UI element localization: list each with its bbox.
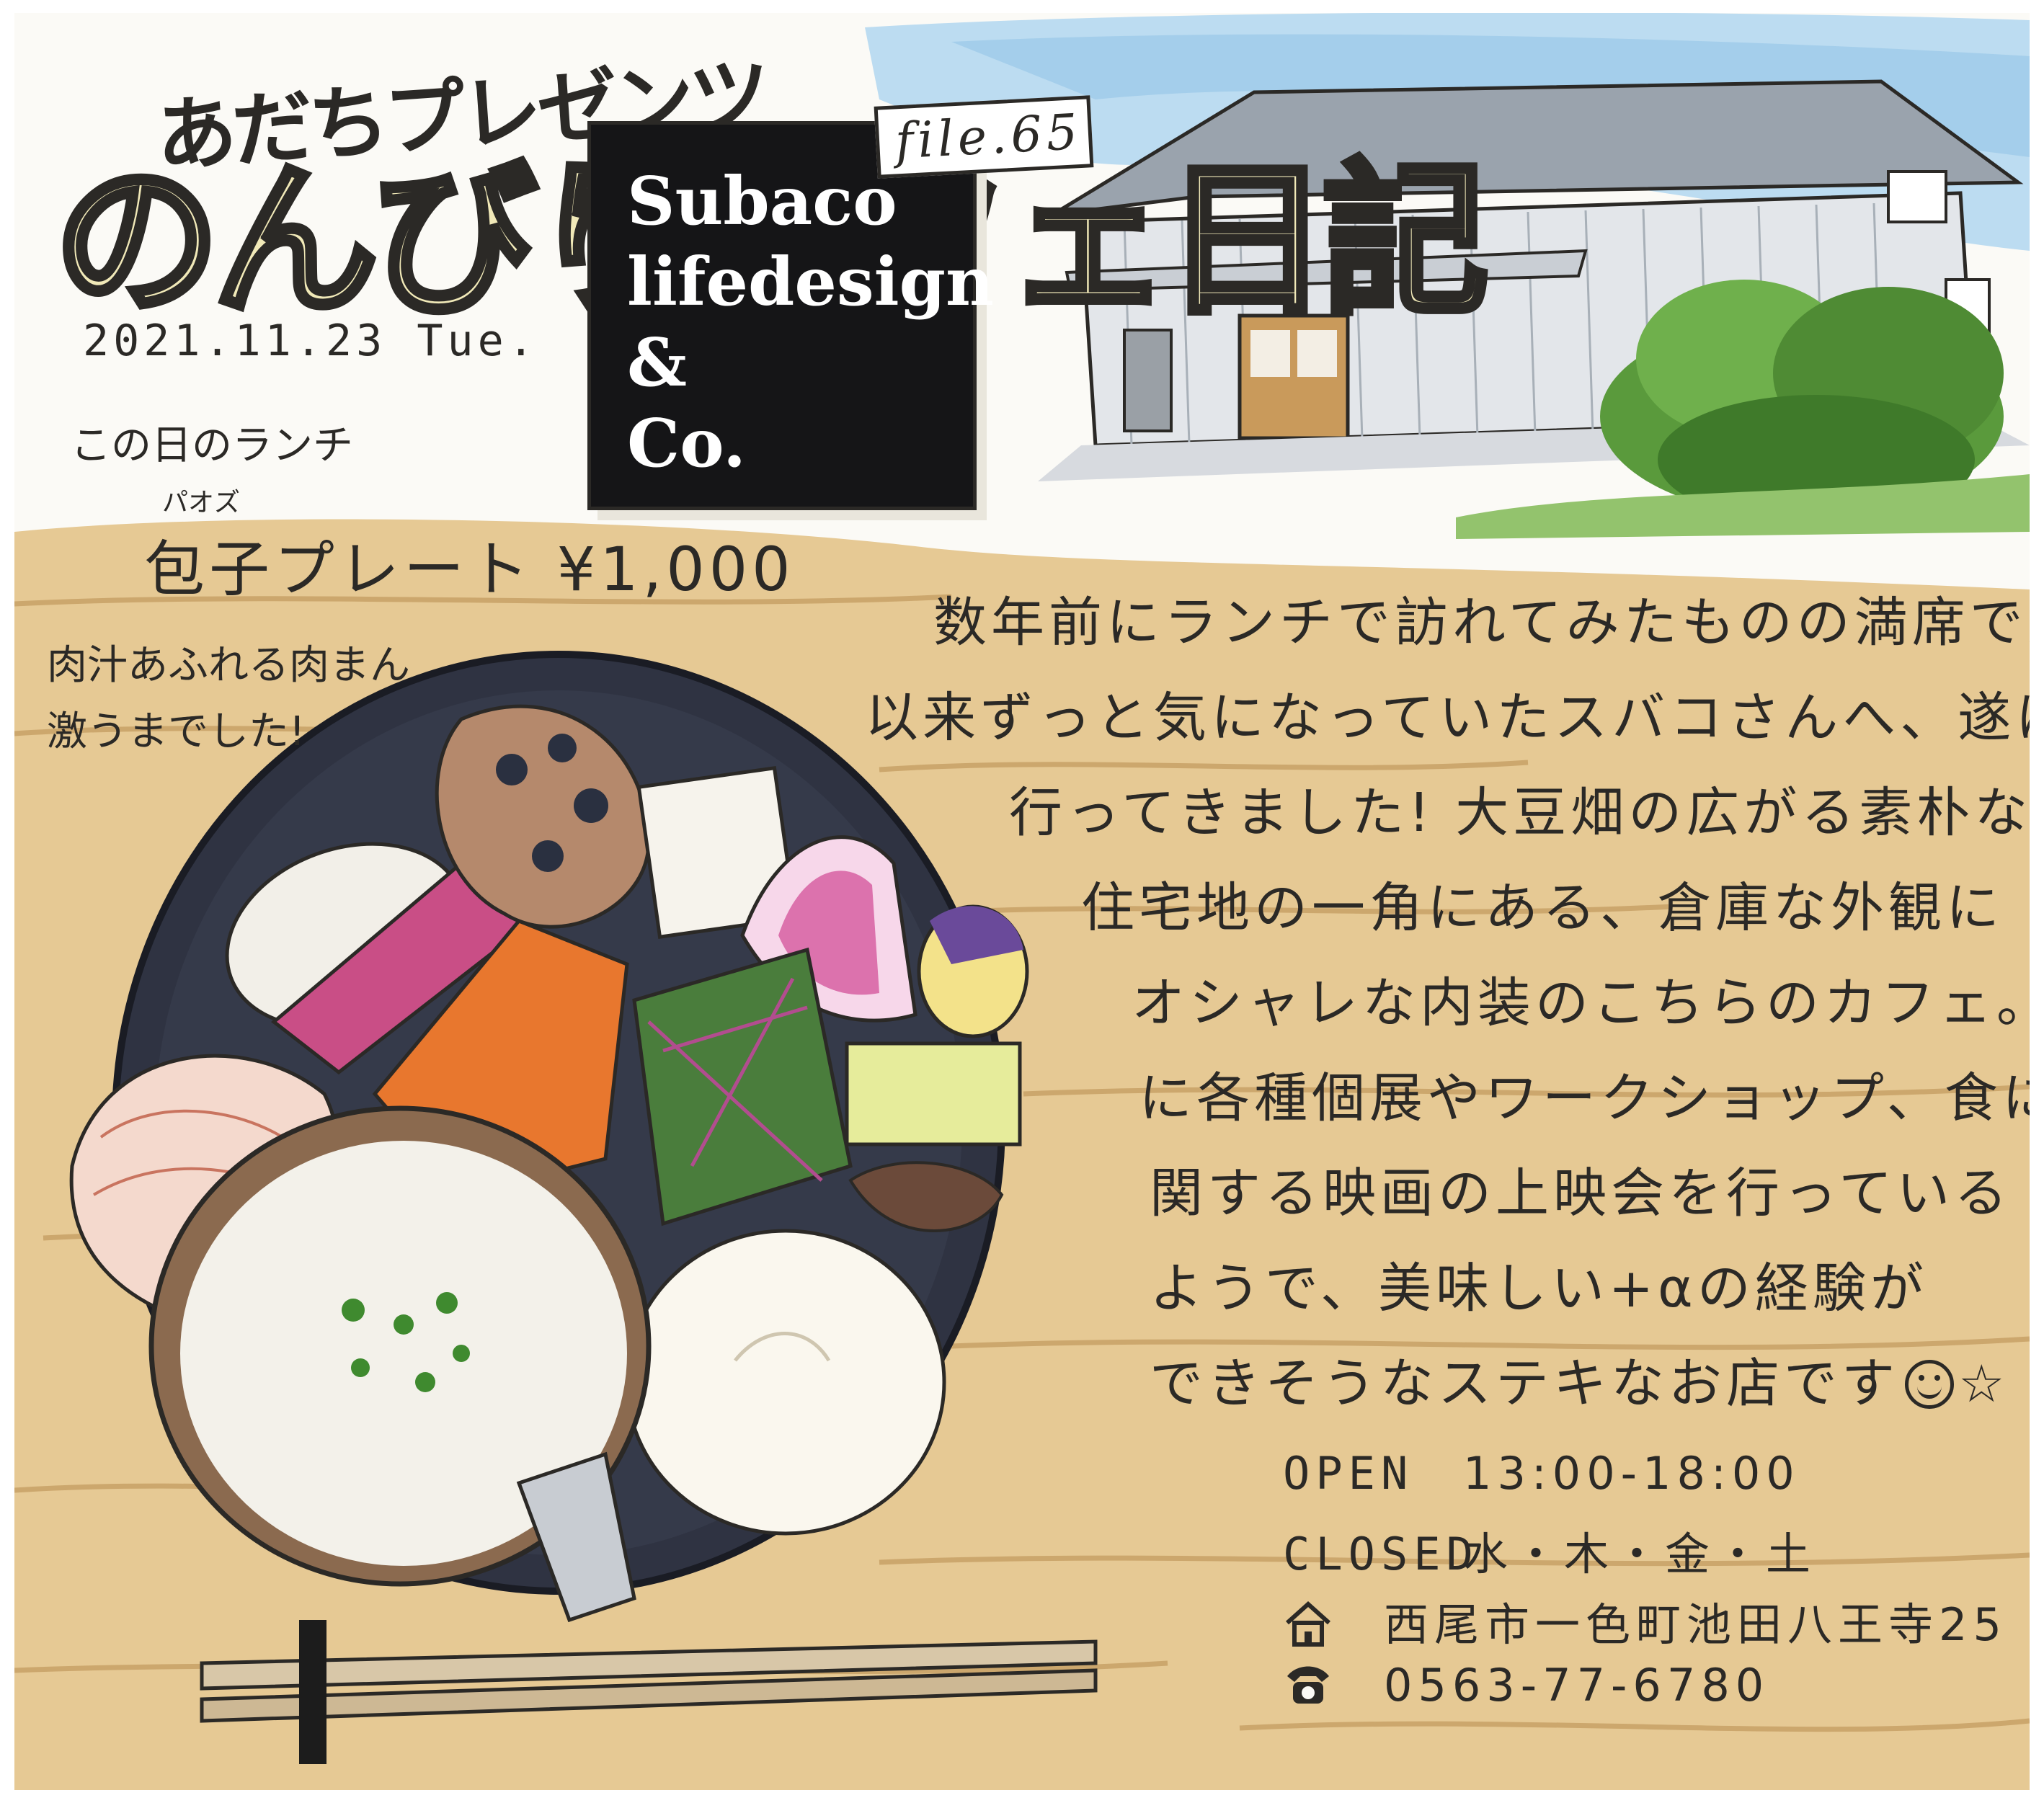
open-hours: 13:00-18:00 <box>1463 1447 1800 1500</box>
phone-icon <box>1283 1659 1333 1709</box>
food-items <box>69 704 1029 1623</box>
date-label: 2021.11.23 Tue. <box>83 316 538 366</box>
closed-days: 水・木・金・土 <box>1463 1528 1817 1580</box>
article-line-last: できそうなステキなお店です☆ <box>865 1336 2005 1431</box>
lunch-comment: 肉汁あふれる肉まん 激うまでした! <box>47 642 410 755</box>
shop-name-board: Subaco lifedesign & Co. <box>587 121 994 510</box>
address-row: 西尾市一色町池田八王寺25 <box>1283 1588 2007 1653</box>
shop-name: Subaco lifedesign & Co. <box>627 162 994 482</box>
article-line: 数年前にランチで訪れてみたものの満席で入れず、 <box>933 592 2030 654</box>
chopsticks <box>200 1620 1098 1764</box>
article-line: 行ってきました! 大豆畑の広がる素朴な <box>1009 782 2030 844</box>
article-line: ようで、美味しい+αの経験が <box>1150 1257 1928 1319</box>
address: 西尾市一色町池田八王寺25 <box>1384 1598 2007 1651</box>
file-number-tag: file.65 <box>874 95 1094 179</box>
closed-label: CLOSED <box>1283 1528 1479 1580</box>
article-line: 住宅地の一角にある、倉庫な外観に <box>1081 877 2004 939</box>
open-hours-row: OPEN 13:00-18:00 <box>1283 1447 1800 1500</box>
smile-icon <box>1905 1360 1954 1409</box>
lunch-heading: この日のランチ <box>71 422 353 469</box>
green-bush <box>1456 280 2030 539</box>
article-text: 数年前にランチで訪れてみたものの満席で入れず、 以来ずっと気になっていたスバコさ… <box>865 575 2030 1431</box>
file-number: file.65 <box>894 103 1083 171</box>
phone-row: 0563-77-6780 <box>1283 1659 1769 1711</box>
closed-days-row: CLOSED水・木・金・土 <box>1283 1518 1816 1582</box>
article-line: 関する映画の上映会を行っている <box>1150 1162 2012 1224</box>
watercolor-scene <box>14 13 2030 1790</box>
open-label: OPEN <box>1283 1447 1414 1500</box>
phone-number: 0563-77-6780 <box>1384 1659 1770 1711</box>
article-line: 以来ずっと気になっていたスバコさんへ、遂に <box>865 687 2030 749</box>
star-icon: ☆ <box>1958 1353 2009 1414</box>
article-line: に各種個展やワークショップ、食に <box>1139 1067 2030 1129</box>
illustration-sheet: あだちプレゼンツ のんびりカフェ日記 2021.11.23 Tue. Subac… <box>14 13 2030 1790</box>
menu-item: 包子プレート ¥1,000 <box>144 534 795 605</box>
article-line: オシャレな内装のこちらのカフェ。定期的 <box>1132 972 2030 1034</box>
article-line: できそうなステキなお店です <box>1150 1353 1899 1415</box>
house-icon <box>1283 1598 1333 1649</box>
menu-ruby: パオズ <box>162 488 241 517</box>
